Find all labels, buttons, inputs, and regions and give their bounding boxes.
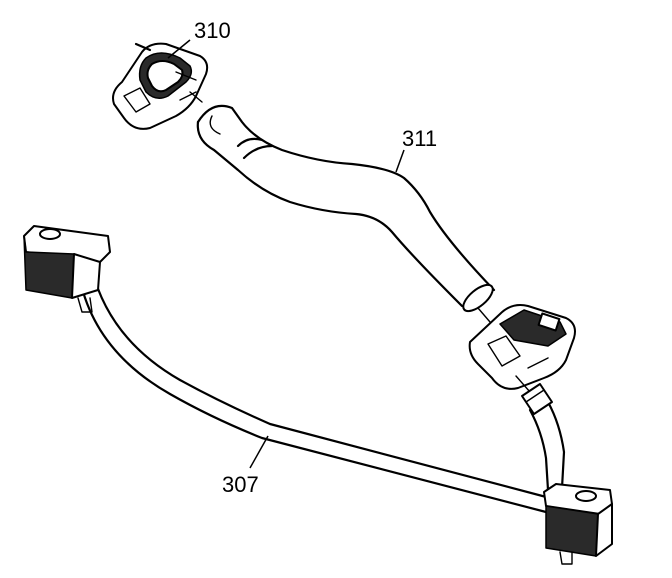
callout-310: 310 (167, 18, 231, 59)
alignment-line (477, 307, 491, 323)
hose-311 (196, 104, 496, 313)
clamp-310 (112, 42, 209, 130)
alignment-line (189, 91, 203, 103)
callout-307-label: 307 (222, 472, 259, 497)
callout-310-label: 310 (194, 18, 231, 43)
callout-307: 307 (222, 435, 269, 497)
pipe-307 (23, 225, 613, 565)
callout-311-label: 311 (402, 126, 437, 151)
alignment-line (515, 375, 531, 393)
clamp-lower (468, 304, 576, 390)
callout-311: 311 (395, 126, 437, 173)
